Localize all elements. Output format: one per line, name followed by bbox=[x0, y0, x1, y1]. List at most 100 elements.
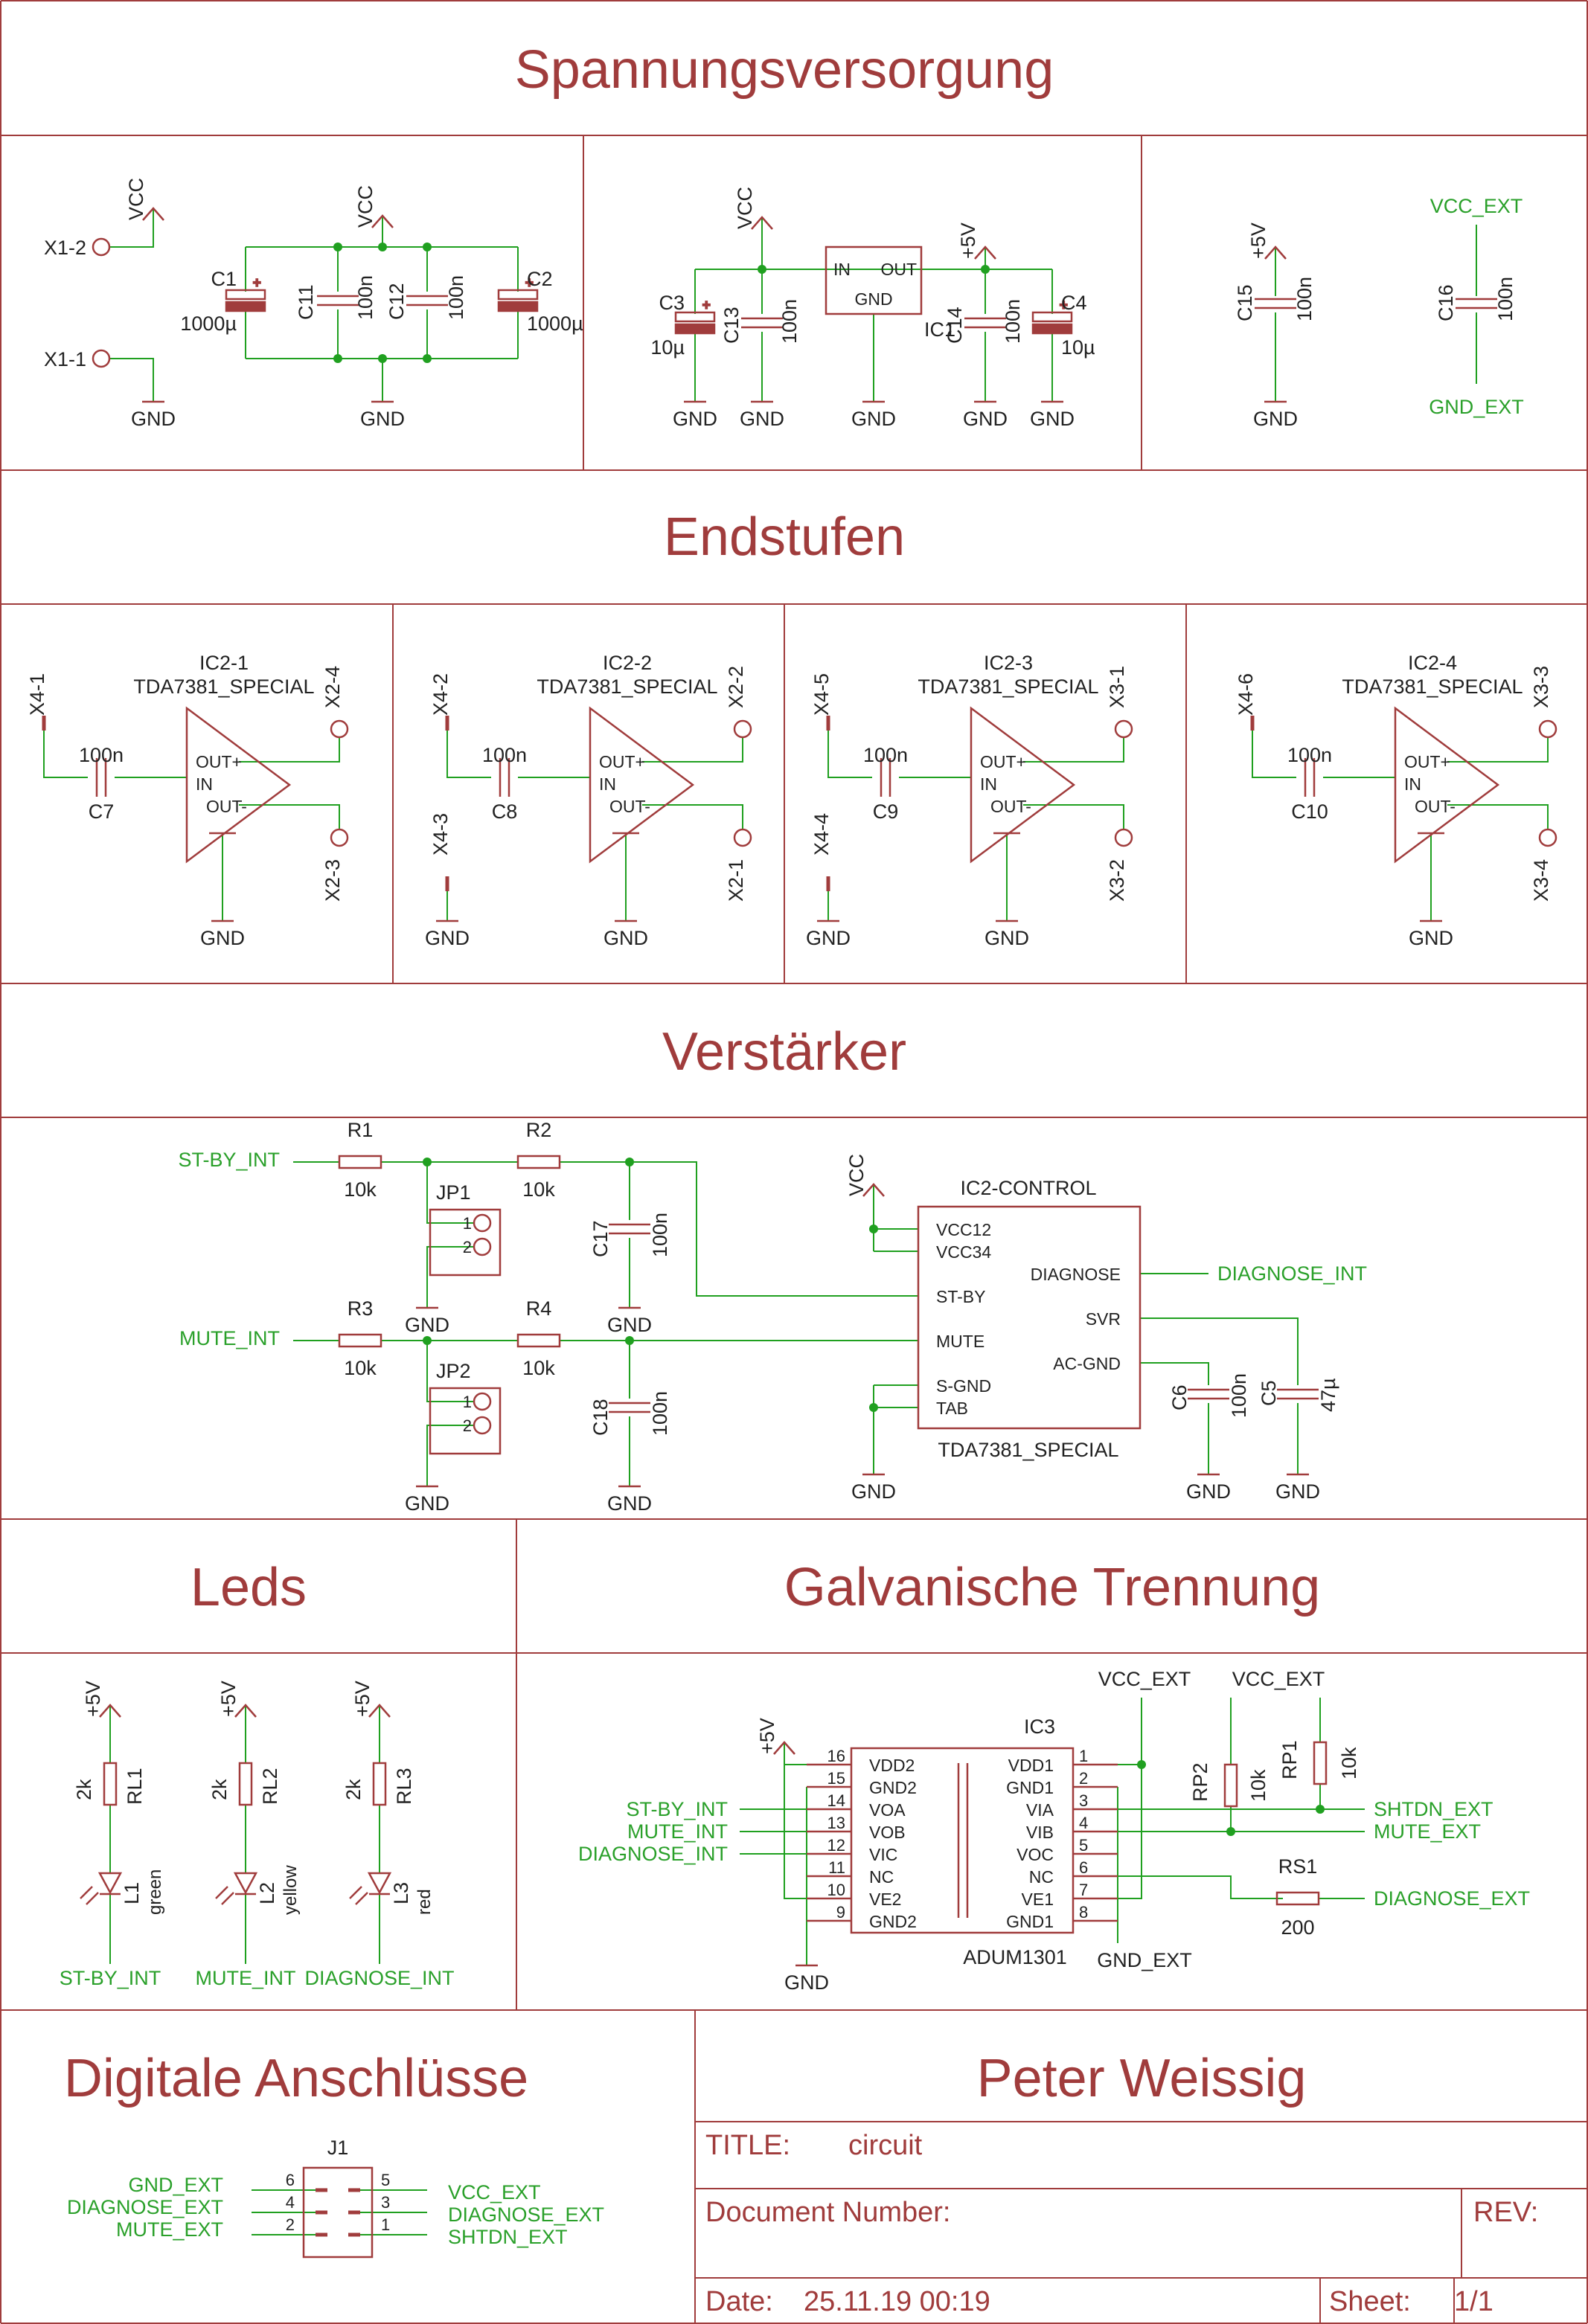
title-leds-3: Leds bbox=[191, 1558, 307, 1617]
label-gnd-74: GND bbox=[603, 927, 648, 949]
label-gnd-33: GND bbox=[963, 408, 1008, 430]
label-ic1-39: IC1 bbox=[924, 318, 955, 341]
label-r1-106: R1 bbox=[348, 1119, 374, 1141]
tb-date-label-11: Date: bbox=[705, 2286, 773, 2317]
label-j1-217: J1 bbox=[327, 2137, 349, 2159]
label-jp2-123: JP2 bbox=[436, 1360, 471, 1382]
tb-rev-label-10: REV: bbox=[1473, 2197, 1538, 2228]
label-via-177: VIA bbox=[1026, 1800, 1054, 1820]
label-p2-111: 2 bbox=[463, 1238, 472, 1256]
label-c5-146: C5 bbox=[1258, 1380, 1280, 1406]
label-shtdn-ext-229: SHTDN_EXT bbox=[448, 2226, 568, 2248]
label-x3-2-86: X3-2 bbox=[1106, 859, 1128, 902]
label-x3-4-97: X3-4 bbox=[1530, 859, 1552, 902]
label-mute-int-203: MUTE_INT bbox=[627, 1820, 728, 1843]
label-x1-2-15: X1-2 bbox=[44, 237, 86, 259]
label-v10k-107: 10k bbox=[344, 1178, 377, 1201]
title-galvanisch-4: Galvanische Trennung bbox=[784, 1558, 1320, 1617]
label-p1-110: 1 bbox=[463, 1214, 472, 1233]
label-diagnose-136: DIAGNOSE bbox=[1031, 1265, 1121, 1284]
label-x4-5-80: X4-5 bbox=[810, 673, 833, 716]
tb-sheet-value-14: 1/1 bbox=[1454, 2286, 1493, 2317]
label-jp1-112: JP1 bbox=[436, 1181, 471, 1204]
label-tda-100: TDA7381_SPECIAL bbox=[1342, 675, 1523, 698]
label-adum-167: ADUM1301 bbox=[963, 1946, 1067, 1968]
label-rp1-212: RP1 bbox=[1278, 1740, 1301, 1779]
label-x2-3-60: X2-3 bbox=[321, 859, 344, 902]
label-n6-191: 6 bbox=[1079, 1858, 1088, 1877]
label-v100n-26: 100n bbox=[354, 275, 377, 320]
label-v100n-51: 100n bbox=[1293, 277, 1316, 321]
label-mute-ext-215: MUTE_EXT bbox=[1374, 1820, 1481, 1843]
label-c2v-24: 1000µ bbox=[527, 312, 583, 335]
label-gnd-125: GND bbox=[607, 1492, 652, 1515]
label-v2k-161: 2k bbox=[342, 1779, 365, 1800]
label-voa-176: VOA bbox=[869, 1800, 906, 1820]
label-gnd-84: GND bbox=[806, 927, 851, 949]
symbols: ++++ bbox=[42, 207, 1557, 2259]
label-gnd1-197: GND1 bbox=[1006, 1912, 1054, 1931]
label-gnd-98: GND bbox=[1409, 927, 1453, 949]
label-v10k-118: 10k bbox=[344, 1357, 377, 1379]
label-gnd-31: GND bbox=[673, 408, 717, 430]
label-n3-179: 3 bbox=[1079, 1791, 1088, 1810]
label-p2-122: 2 bbox=[463, 1416, 472, 1435]
label-tda-76: TDA7381_SPECIAL bbox=[537, 675, 717, 698]
label-ic2-1-62: IC2-1 bbox=[199, 652, 249, 674]
label-in-91: IN bbox=[980, 774, 997, 794]
label-r2-108: R2 bbox=[526, 1119, 552, 1141]
label-n7-195: 7 bbox=[1079, 1881, 1088, 1899]
label-rl2-156: RL2 bbox=[259, 1768, 281, 1805]
label-gnd-61: GND bbox=[200, 927, 245, 949]
label-voc-185: VOC bbox=[1016, 1845, 1054, 1864]
label-ve1-193: VE1 bbox=[1022, 1890, 1054, 1909]
label-c1-21: C1 bbox=[211, 268, 237, 290]
svg-text:+: + bbox=[1060, 298, 1068, 312]
label-mute-133: MUTE bbox=[936, 1332, 985, 1351]
label-v100n-145: 100n bbox=[1228, 1373, 1250, 1418]
label-gnd-142: GND bbox=[1275, 1480, 1320, 1503]
label-c3-40: C3 bbox=[659, 292, 685, 314]
label-v10k-109: 10k bbox=[522, 1178, 555, 1201]
label-n1-171: 1 bbox=[1079, 1747, 1088, 1765]
label-p5v-30: +5V bbox=[957, 222, 979, 259]
label-c7-58: C7 bbox=[89, 800, 115, 823]
title-spannung-0: Spannungsversorgung bbox=[515, 40, 1054, 100]
label-mute-int-159: MUTE_INT bbox=[196, 1967, 296, 1989]
label-vcc-ext-52: VCC_EXT bbox=[1430, 195, 1523, 217]
label-diagnose-int-204: DIAGNOSE_INT bbox=[578, 1843, 728, 1865]
label-tda-63: TDA7381_SPECIAL bbox=[133, 675, 314, 698]
label-p5v-160: +5V bbox=[351, 1681, 374, 1717]
label-v100n-94: 100n bbox=[1287, 744, 1332, 766]
label-gnd-34: GND bbox=[1030, 408, 1075, 430]
title-endstufen-1: Endstufen bbox=[664, 507, 905, 567]
label-mute-int-105: MUTE_INT bbox=[179, 1327, 280, 1349]
label-vcc12-130: VCC12 bbox=[936, 1220, 991, 1239]
label-ic3-166: IC3 bbox=[1024, 1715, 1055, 1738]
tb-title-value-8: circuit bbox=[848, 2130, 923, 2161]
label-diagnose-int-141: DIAGNOSE_INT bbox=[1217, 1262, 1367, 1285]
label-n15-174: 15 bbox=[827, 1769, 845, 1788]
label-v100n-127: 100n bbox=[649, 1391, 671, 1436]
label-v100n-28: 100n bbox=[445, 275, 467, 320]
label-x2-2-72: X2-2 bbox=[725, 666, 747, 708]
label-gnd-20: GND bbox=[360, 408, 405, 430]
label-c4v-47: 10µ bbox=[1061, 336, 1095, 359]
label-v100n-57: 100n bbox=[79, 744, 124, 766]
label-n4-183: 4 bbox=[1079, 1814, 1088, 1832]
label-n2-220: 2 bbox=[286, 2215, 295, 2234]
label-c5v-147: 47µ bbox=[1317, 1378, 1339, 1412]
label-c14-44: C14 bbox=[944, 306, 966, 344]
label-vcc-ext-227: VCC_EXT bbox=[448, 2181, 541, 2203]
label-n3-222: 3 bbox=[381, 2193, 390, 2212]
label-x4-3-70: X4-3 bbox=[429, 813, 452, 856]
tb-title-label-7: TITLE: bbox=[705, 2130, 790, 2161]
label-v10k-120: 10k bbox=[522, 1357, 555, 1379]
label-c8-69: C8 bbox=[492, 800, 518, 823]
label-rl1-150: RL1 bbox=[124, 1768, 146, 1805]
label-tab-135: TAB bbox=[936, 1399, 968, 1418]
title-digital-5: Digitale Anschlüsse bbox=[64, 2049, 528, 2108]
label-n6-218: 6 bbox=[286, 2171, 295, 2189]
label-x3-3-96: X3-3 bbox=[1530, 666, 1552, 708]
tb-date-value-12: 25.11.19 00:19 bbox=[804, 2286, 990, 2317]
